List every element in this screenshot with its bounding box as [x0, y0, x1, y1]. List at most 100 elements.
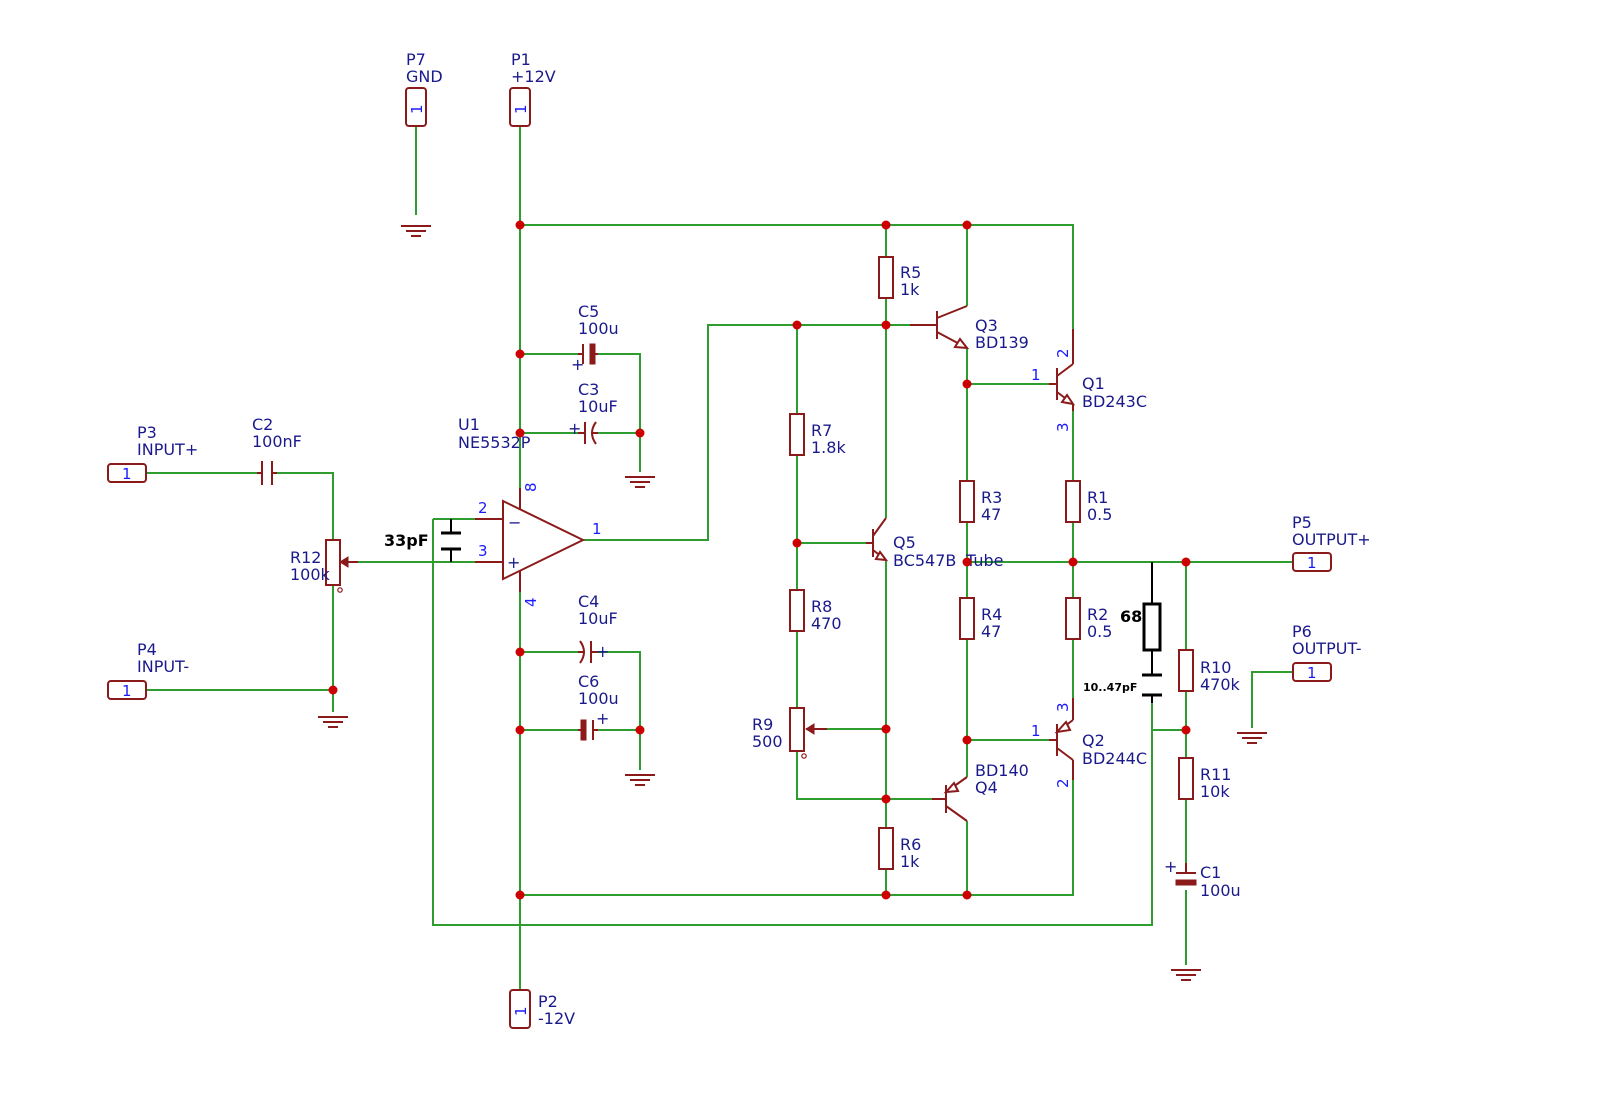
- transistor-ref: Q5: [893, 533, 916, 552]
- opamp-pin-vp: 8: [522, 482, 540, 492]
- connector-name: OUTPUT-: [1292, 639, 1362, 658]
- added-wires: [450, 519, 1153, 703]
- resistor-value: 47: [981, 505, 1001, 524]
- capacitor-value: 10uF: [578, 397, 618, 416]
- transistor-value: BD139: [975, 333, 1029, 352]
- opamp-ref: U1: [458, 415, 480, 434]
- capacitor-value: 100u: [578, 689, 619, 708]
- connector-pin: 1: [408, 104, 426, 114]
- transistor-q5: Q5 BC547B Tube: [866, 517, 1003, 570]
- opamp-u1: − + 2 3 1 8 4 U1 NE5532P: [458, 415, 602, 607]
- resistor-ref: R2: [1087, 605, 1108, 624]
- capacitor-polarity: +: [1164, 857, 1177, 876]
- connector-p1: 1 P1 +12V: [509, 50, 556, 127]
- connector-p7: 1 P7 GND: [405, 50, 443, 127]
- connector-ref: P7: [406, 50, 426, 69]
- connector-pin: 1: [1307, 664, 1317, 682]
- resistor-value: 1.8k: [811, 438, 846, 457]
- capacitor-ref: C2: [252, 415, 273, 434]
- connector-name: INPUT+: [137, 440, 198, 459]
- capacitor-value: 10uF: [578, 609, 618, 628]
- connector-p6: 1 P6 OUTPUT-: [1292, 622, 1362, 682]
- resistor-zobel: 68: [1120, 602, 1162, 652]
- capacitor-polarity: +: [596, 709, 609, 728]
- wires: [146, 126, 1293, 990]
- capacitor-c1: + C1 100u: [1164, 857, 1241, 900]
- junction-dot: [328, 685, 338, 695]
- resistor-r10: R10 470k: [1178, 649, 1241, 694]
- capacitor-ref: C6: [578, 672, 599, 691]
- capacitor-value: 100u: [578, 319, 619, 338]
- connector-name: INPUT-: [137, 657, 189, 676]
- connector-ref: P1: [511, 50, 531, 69]
- connector-ref: P6: [1292, 622, 1312, 641]
- junction-dot: [881, 320, 891, 330]
- capacitor-polarity: +: [568, 419, 581, 438]
- transistor-value: BD243C: [1082, 392, 1147, 411]
- resistor-ref: R6: [900, 835, 921, 854]
- junction-dot: [962, 220, 972, 230]
- resistor-value: 10k: [1200, 782, 1230, 801]
- resistor-r2: R2 0.5: [1065, 597, 1112, 641]
- transistor-ref: Q1: [1082, 374, 1105, 393]
- capacitor-feedback: 33pF: [384, 531, 461, 551]
- connector-ref: P4: [137, 640, 157, 659]
- resistor-value: 68: [1120, 607, 1142, 626]
- opamp-value: NE5532P: [458, 433, 531, 452]
- transistor-value: BC547B: [893, 551, 956, 570]
- potentiometer-r9: R9 500: [752, 707, 827, 759]
- junction-dot: [962, 557, 972, 567]
- capacitor-c4: + C4 10uF: [578, 592, 618, 664]
- potentiometer-ref: R9: [752, 715, 773, 734]
- capacitor-c6: + C6 100u: [578, 672, 619, 741]
- potentiometer-value: 100k: [290, 565, 331, 584]
- resistor-value: 470k: [1200, 675, 1241, 694]
- opamp-pin-noninv: 3: [478, 542, 488, 560]
- connector-ref: P5: [1292, 513, 1312, 532]
- transistor-value: BD244C: [1082, 749, 1147, 768]
- connector-pin: 1: [512, 1006, 530, 1016]
- connector-p2: 1 P2 -12V: [509, 989, 575, 1029]
- transistor-q3: Q3 BD139: [910, 305, 1029, 352]
- junction-dot: [792, 320, 802, 330]
- junction-dot: [881, 220, 891, 230]
- resistor-ref: R3: [981, 488, 1002, 507]
- junction-dot: [1068, 557, 1078, 567]
- ground-symbol: [401, 225, 431, 237]
- resistor-ref: R4: [981, 605, 1002, 624]
- capacitor-polarity: +: [596, 642, 609, 661]
- resistor-r5: R5 1k: [878, 256, 921, 299]
- junction-dot: [881, 794, 891, 804]
- capacitor-zobel: 10..47pF: [1083, 673, 1162, 697]
- resistor-ref: R10: [1200, 658, 1231, 677]
- capacitor-value: 33pF: [384, 531, 429, 550]
- junction-dots: [328, 220, 1191, 900]
- capacitor-c5: + C5 100u: [571, 302, 619, 374]
- connector-name: +12V: [511, 67, 556, 86]
- junction-dot: [881, 724, 891, 734]
- junction-dot: [1181, 725, 1191, 735]
- potentiometer-r12: R12 100k: [290, 539, 358, 593]
- opamp-plus: +: [507, 553, 520, 572]
- ground-symbols: [318, 225, 1267, 981]
- capacitor-value: 100u: [1200, 881, 1241, 900]
- junction-dot: [635, 725, 645, 735]
- connector-p5: 1 P5 OUTPUT+: [1292, 513, 1371, 572]
- capacitor-value: 10..47pF: [1083, 681, 1137, 694]
- connector-ref: P2: [538, 992, 558, 1011]
- transistor-pin: 3: [1054, 422, 1072, 432]
- resistor-r11: R11 10k: [1178, 757, 1231, 801]
- transistor-pin: 2: [1054, 348, 1072, 358]
- ground-symbol: [1171, 969, 1201, 981]
- transistor-q4: BD140 Q4: [932, 761, 1029, 822]
- junction-dot: [515, 349, 525, 359]
- connector-p3: 1 P3 INPUT+: [107, 423, 198, 483]
- capacitor-ref: C5: [578, 302, 599, 321]
- capacitor-ref: C1: [1200, 863, 1221, 882]
- ground-symbol: [1237, 732, 1267, 744]
- junction-dot: [515, 428, 525, 438]
- junction-dot: [792, 538, 802, 548]
- resistor-value: 47: [981, 622, 1001, 641]
- opamp-minus: −: [508, 513, 521, 532]
- transistor-note: Tube: [965, 551, 1003, 570]
